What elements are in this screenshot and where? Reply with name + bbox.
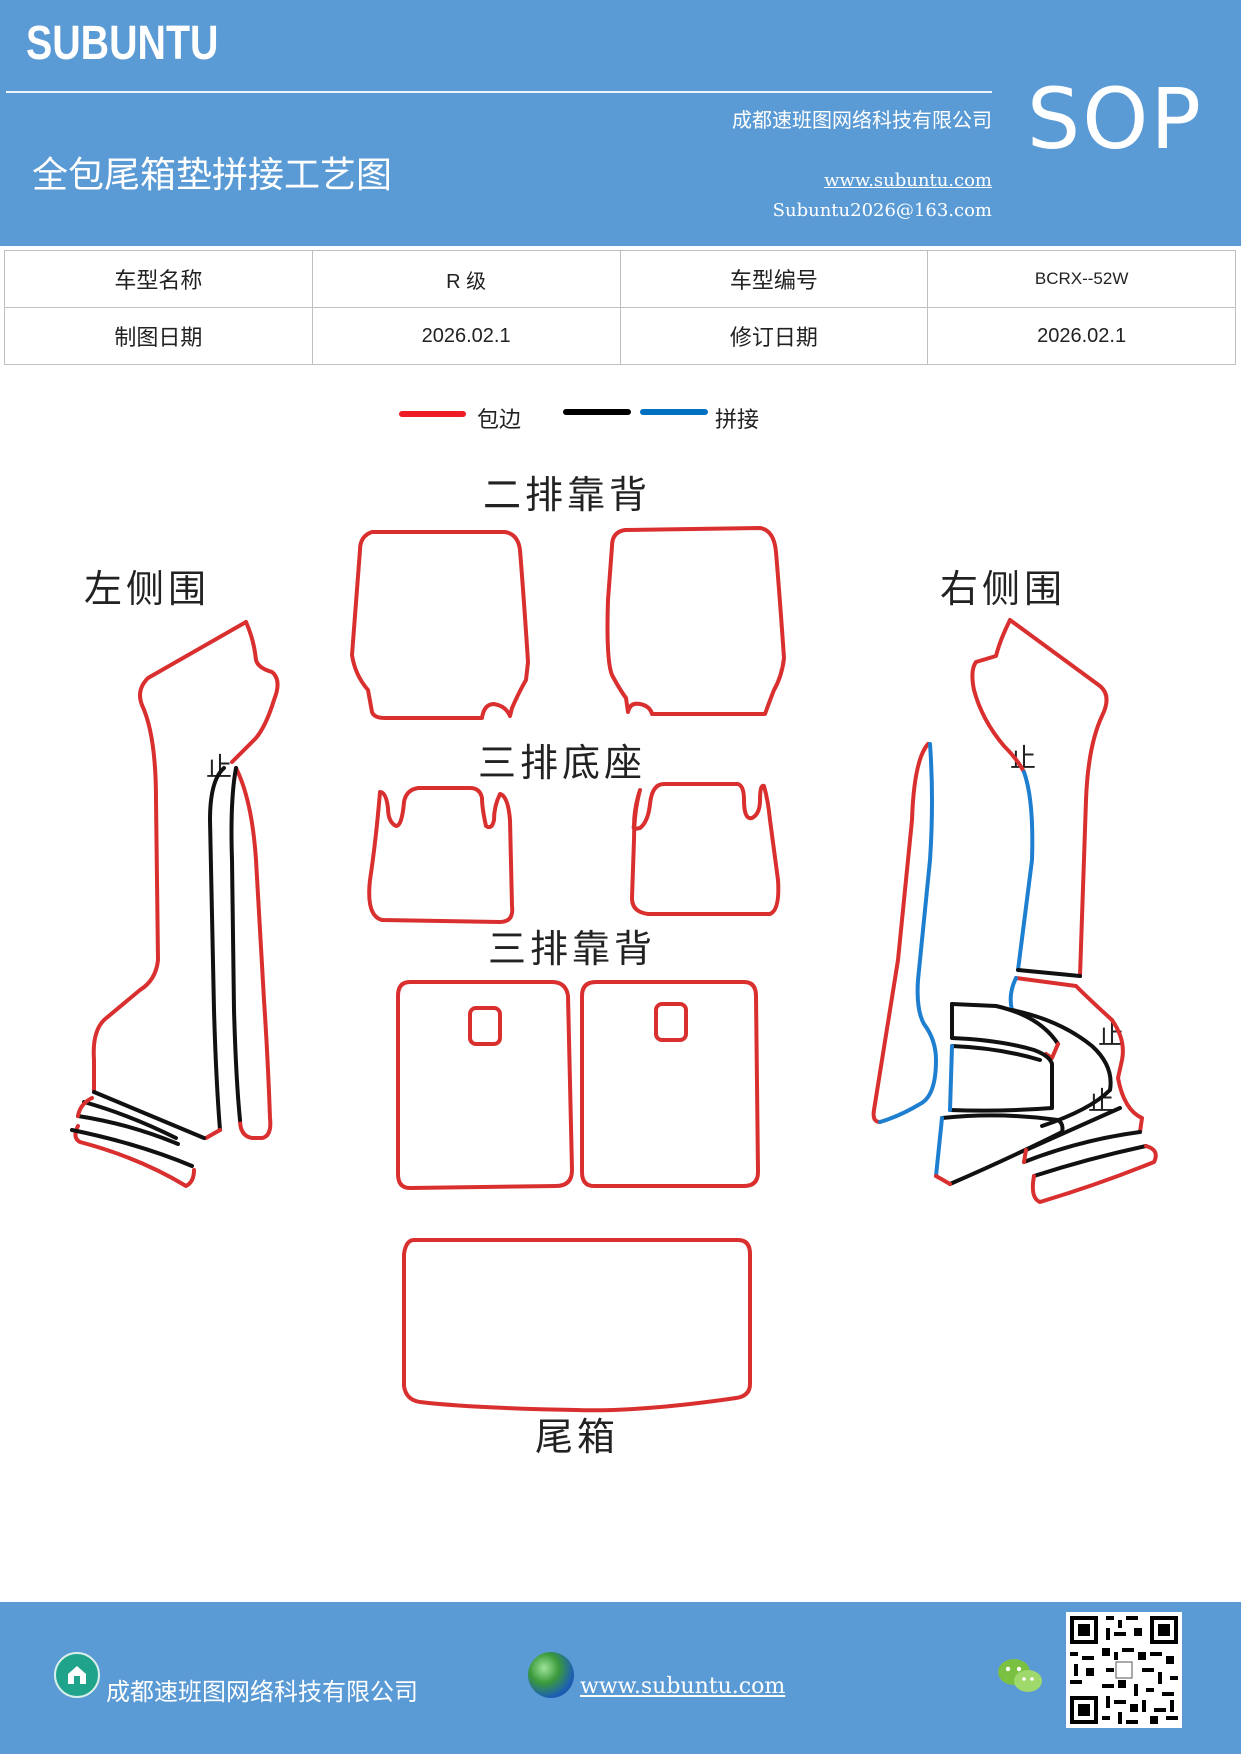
second-row-back-right-piece — [605, 526, 786, 716]
document-title: 全包尾箱垫拼接工艺图 — [32, 155, 393, 196]
brand-logo: SUBUNTU — [26, 17, 219, 70]
wechat-icon[interactable] — [996, 1654, 1044, 1698]
sop-label: SOP — [1026, 70, 1203, 168]
right-side-panel — [871, 618, 1158, 1204]
footer-website-link[interactable]: www.subuntu.com — [580, 1674, 786, 1699]
left-side-panel — [70, 620, 280, 1188]
home-icon — [54, 1652, 100, 1698]
revise-date-value: 2026.02.1 — [927, 307, 1236, 365]
header-company: 成都速班图网络科技有限公司 — [732, 108, 992, 132]
third-row-back-left-piece — [396, 980, 574, 1190]
table-row: 车型名称 R 级 车型编号 BCRX--52W — [4, 250, 1236, 308]
header-banner: SUBUNTU SOP 成都速班图网络科技有限公司 全包尾箱垫拼接工艺图 www… — [0, 0, 1241, 246]
stop-mark: 止 — [206, 753, 232, 783]
legend: 包边 拼接 — [399, 408, 759, 433]
label-trunk: 尾箱 — [535, 1415, 619, 1459]
qr-code — [1066, 1612, 1182, 1728]
label-third-row-back: 三排靠背 — [488, 927, 656, 971]
header-email: Subuntu2026@163.com — [772, 200, 992, 221]
third-row-back-right-piece — [580, 980, 760, 1188]
footer-company: 成都速班图网络科技有限公司 — [106, 1678, 418, 1706]
draw-date-value: 2026.02.1 — [311, 307, 621, 365]
label-left-side: 左侧围 — [84, 567, 210, 611]
header-website-link[interactable]: www.subuntu.com — [824, 170, 992, 191]
label-second-row-back: 二排靠背 — [483, 473, 651, 517]
third-row-back-right-headrest-hole — [654, 1002, 688, 1042]
table-row: 制图日期 2026.02.1 修订日期 2026.02.1 — [4, 307, 1236, 365]
header-divider — [6, 91, 992, 93]
revise-date-label: 修订日期 — [619, 307, 929, 365]
third-row-seat-right-piece — [630, 782, 781, 916]
label-right-side: 右侧围 — [940, 567, 1066, 611]
third-row-back-left-headrest-hole — [468, 1006, 502, 1046]
legend-label-edging: 包边 — [477, 408, 521, 433]
model-name-label: 车型名称 — [4, 250, 313, 308]
globe-icon — [528, 1652, 574, 1698]
label-third-row-seat: 三排底座 — [478, 741, 646, 785]
draw-date-label: 制图日期 — [4, 307, 313, 365]
legend-label-splice: 拼接 — [715, 408, 759, 433]
second-row-back-left-piece — [350, 530, 530, 720]
third-row-seat-left-piece — [367, 786, 515, 924]
model-name-value: R 级 — [311, 250, 621, 308]
footer-banner: 成都速班图网络科技有限公司 www.subuntu.com — [0, 1602, 1241, 1754]
trunk-mat-piece — [402, 1238, 752, 1413]
model-code-label: 车型编号 — [619, 250, 929, 308]
model-code-value: BCRX--52W — [927, 250, 1236, 308]
vehicle-info-table: 车型名称 R 级 车型编号 BCRX--52W 制图日期 2026.02.1 修… — [4, 250, 1236, 365]
